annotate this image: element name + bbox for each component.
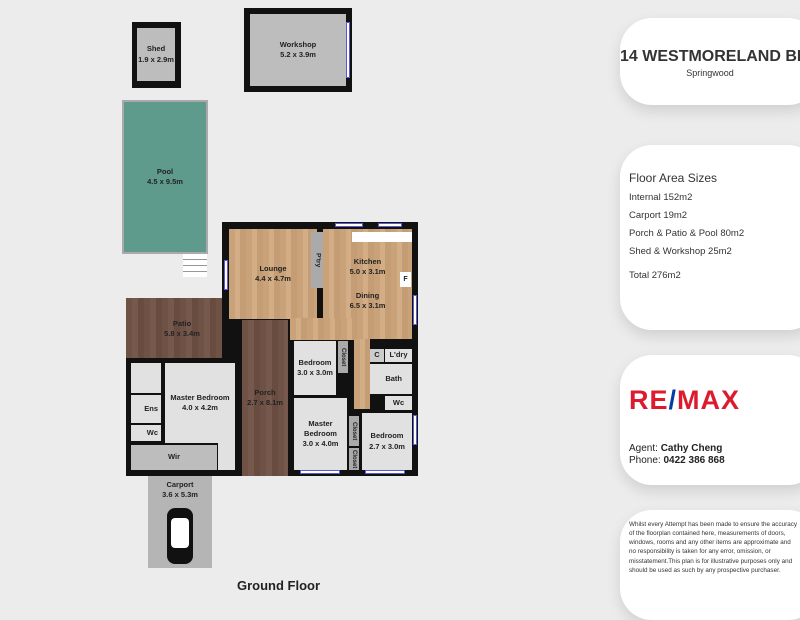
hallway <box>354 339 370 409</box>
closet: Closet <box>349 448 359 470</box>
pool-steps <box>183 254 207 277</box>
window <box>224 260 228 290</box>
room-name: Carport <box>166 480 194 489</box>
room-name: Dining <box>355 291 380 300</box>
room-wc: Wc <box>131 425 161 441</box>
room-name: C <box>374 350 380 360</box>
window <box>378 223 402 227</box>
closet: Closet <box>349 416 359 446</box>
agent-line: Agent: Cathy Cheng <box>629 443 722 454</box>
window <box>335 223 363 227</box>
room-name: Master Bedroom <box>304 418 337 438</box>
area-title: Floor Area Sizes <box>629 171 718 185</box>
room-laundry: L'dry <box>385 349 412 362</box>
address-suburb: Springwood <box>686 68 734 78</box>
room-name: F <box>403 275 408 283</box>
closet: Closet <box>338 341 348 373</box>
room-name: Closet <box>351 421 358 441</box>
room-name: Kitchen <box>353 256 382 266</box>
room-pantry: P'try <box>311 232 323 288</box>
room-size: 3.0 x 3.0m <box>297 368 333 377</box>
window <box>346 22 350 78</box>
car-icon <box>167 508 193 565</box>
room-name: Master Bedroom <box>170 392 230 402</box>
agent-card: RE/MAX Agent: Cathy Cheng Phone: 0422 38… <box>620 355 800 485</box>
phone-label: Phone: <box>629 455 661 466</box>
window <box>365 470 405 474</box>
room-size: 1.9 x 2.9m <box>138 54 174 64</box>
room-bath: Bath <box>370 364 412 394</box>
phone-line: Phone: 0422 386 868 <box>629 455 725 466</box>
room-name: Pool <box>156 166 174 176</box>
area-item: Carport 19m2 <box>629 210 688 221</box>
room-size: 4.4 x 4.7m <box>255 274 291 283</box>
area-item: Shed & Workshop 25m2 <box>629 246 732 257</box>
room-wc: Wc <box>385 396 412 410</box>
agent-name: Cathy Cheng <box>660 443 723 454</box>
floor-title: Ground Floor <box>237 578 321 593</box>
room-name: Patio <box>172 318 192 328</box>
room-name: Ens <box>144 403 158 413</box>
room-name: L'dry <box>389 350 408 360</box>
room-wir: Wir <box>131 445 217 470</box>
room-name: Shed <box>146 44 166 54</box>
window <box>413 415 417 445</box>
disclaimer-text: Whilst every Attempt has been made to en… <box>629 521 798 574</box>
room-name: Workshop <box>279 39 317 49</box>
room-name: Wc <box>146 427 158 437</box>
room-name: Lounge <box>259 263 287 273</box>
room-name: Bedroom <box>298 357 332 367</box>
room-size: 4.0 x 4.2m <box>182 403 218 412</box>
bedroom-nook <box>218 440 235 470</box>
room-name: Wir <box>167 452 180 462</box>
room-size: 5.8 x 3.4m <box>164 329 200 338</box>
room-name: Bath <box>385 373 402 383</box>
agent-phone: 0422 386 868 <box>663 455 725 466</box>
floor-area-card: Floor Area Sizes Internal 152m2 Carport … <box>620 145 800 330</box>
room-ensuite: Ens <box>131 395 161 423</box>
area-total: Total 276m2 <box>629 270 681 281</box>
room-size: 3.6 x 5.3m <box>162 490 198 500</box>
window <box>300 470 340 474</box>
kitchen-bench <box>352 232 412 242</box>
area-item: Internal 152m2 <box>629 192 693 203</box>
window <box>413 295 417 325</box>
room-name: Closet <box>351 449 358 469</box>
fridge: F <box>400 272 411 287</box>
spa-bath <box>131 363 161 393</box>
room-name: Closet <box>340 347 347 367</box>
laundry-cupboard: C <box>370 349 384 362</box>
address-card: 14 WESTMORELAND BLVD Springwood <box>620 18 800 105</box>
agent-label: Agent: <box>629 443 658 454</box>
room-name: P'try <box>314 252 322 268</box>
room-size: 3.0 x 4.0m <box>302 439 339 449</box>
room-name: Wc <box>392 397 405 407</box>
hall <box>290 318 354 340</box>
disclaimer-card: Whilst every Attempt has been made to en… <box>620 510 800 620</box>
address-street: 14 WESTMORELAND BLVD <box>620 48 800 65</box>
room-size: 5.2 x 3.9m <box>280 50 316 59</box>
room-name: Porch <box>254 387 276 397</box>
area-item: Porch & Patio & Pool 80m2 <box>629 228 745 239</box>
remax-logo: RE/MAX <box>629 385 741 415</box>
room-name: Bedroom <box>370 431 404 441</box>
room-size: 2.7 x 3.0m <box>369 441 405 451</box>
room-size: 5.0 x 3.1m <box>349 266 386 276</box>
room-size: 2.7 x 8.1m <box>247 398 283 407</box>
room-size: 6.5 x 3.1m <box>349 301 386 311</box>
room-size: 4.5 x 9.5m <box>147 177 183 186</box>
